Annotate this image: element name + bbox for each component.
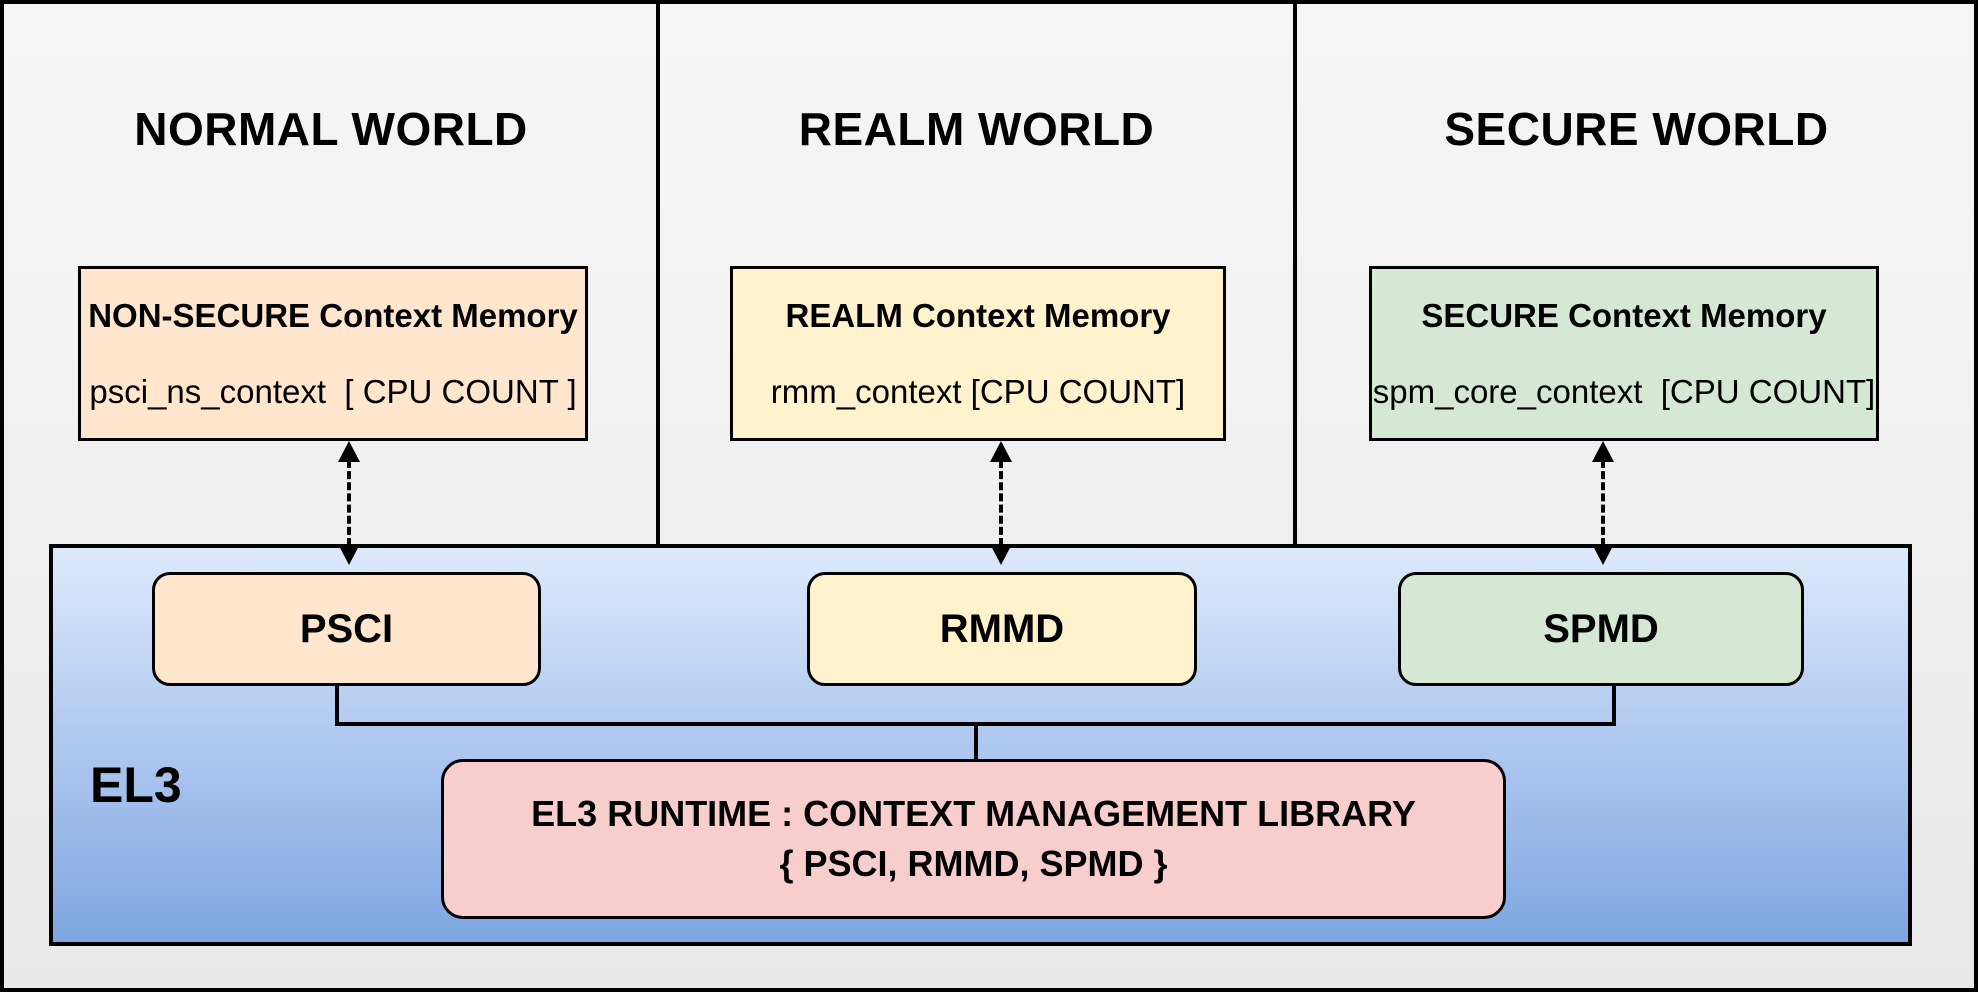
arrow-down-icon bbox=[1592, 544, 1614, 565]
non-secure-context-memory-detail: psci_ns_context [ CPU COUNT ] bbox=[89, 372, 577, 410]
psci-bus-connector bbox=[335, 686, 339, 726]
el3-label: EL3 bbox=[90, 757, 182, 813]
realm-world-title: REALM WORLD bbox=[798, 103, 1155, 155]
el3-runtime-subtitle: { PSCI, RMMD, SPMD } bbox=[779, 843, 1168, 884]
non-secure-context-memory-box: NON-SECURE Context Memory psci_ns_contex… bbox=[78, 266, 588, 441]
dashed-line bbox=[999, 460, 1003, 546]
world-divider-normal-realm bbox=[656, 4, 660, 544]
realm-context-memory-title: REALM Context Memory bbox=[785, 296, 1171, 334]
psci-context-link-arrow bbox=[336, 441, 362, 565]
psci-box: PSCI bbox=[152, 572, 541, 686]
dashed-line bbox=[1601, 460, 1605, 546]
arrow-up-icon bbox=[1592, 441, 1614, 462]
psci-label: PSCI bbox=[299, 606, 394, 651]
secure-context-memory-box: SECURE Context Memory spm_core_context [… bbox=[1369, 266, 1879, 441]
normal-world-title: NORMAL WORLD bbox=[134, 103, 528, 155]
arrow-down-icon bbox=[990, 544, 1012, 565]
rmmd-context-link-arrow bbox=[988, 441, 1014, 565]
arrow-up-icon bbox=[990, 441, 1012, 462]
rmmd-label: RMMD bbox=[939, 606, 1065, 651]
rmmd-box: RMMD bbox=[807, 572, 1197, 686]
realm-context-memory-box: REALM Context Memory rmm_context [CPU CO… bbox=[730, 266, 1226, 441]
non-secure-context-memory-title: NON-SECURE Context Memory bbox=[88, 296, 578, 334]
el3-runtime-title: EL3 RUNTIME : CONTEXT MANAGEMENT LIBRARY bbox=[531, 793, 1416, 834]
realm-context-memory-detail: rmm_context [CPU COUNT] bbox=[770, 372, 1186, 410]
secure-context-memory-title: SECURE Context Memory bbox=[1421, 296, 1827, 334]
arrow-down-icon bbox=[338, 544, 360, 565]
spmd-context-link-arrow bbox=[1590, 441, 1616, 565]
dashed-line bbox=[347, 460, 351, 546]
secure-context-memory-detail: spm_core_context [CPU COUNT] bbox=[1372, 372, 1876, 410]
bus-runtime-connector bbox=[974, 722, 978, 762]
el3-runtime-box: EL3 RUNTIME : CONTEXT MANAGEMENT LIBRARY… bbox=[441, 759, 1506, 919]
secure-world-title: SECURE WORLD bbox=[1444, 103, 1829, 155]
arrow-up-icon bbox=[338, 441, 360, 462]
spmd-bus-connector bbox=[1612, 686, 1616, 726]
spmd-label: SPMD bbox=[1543, 606, 1659, 651]
world-divider-realm-secure bbox=[1293, 4, 1297, 544]
spmd-box: SPMD bbox=[1398, 572, 1804, 686]
